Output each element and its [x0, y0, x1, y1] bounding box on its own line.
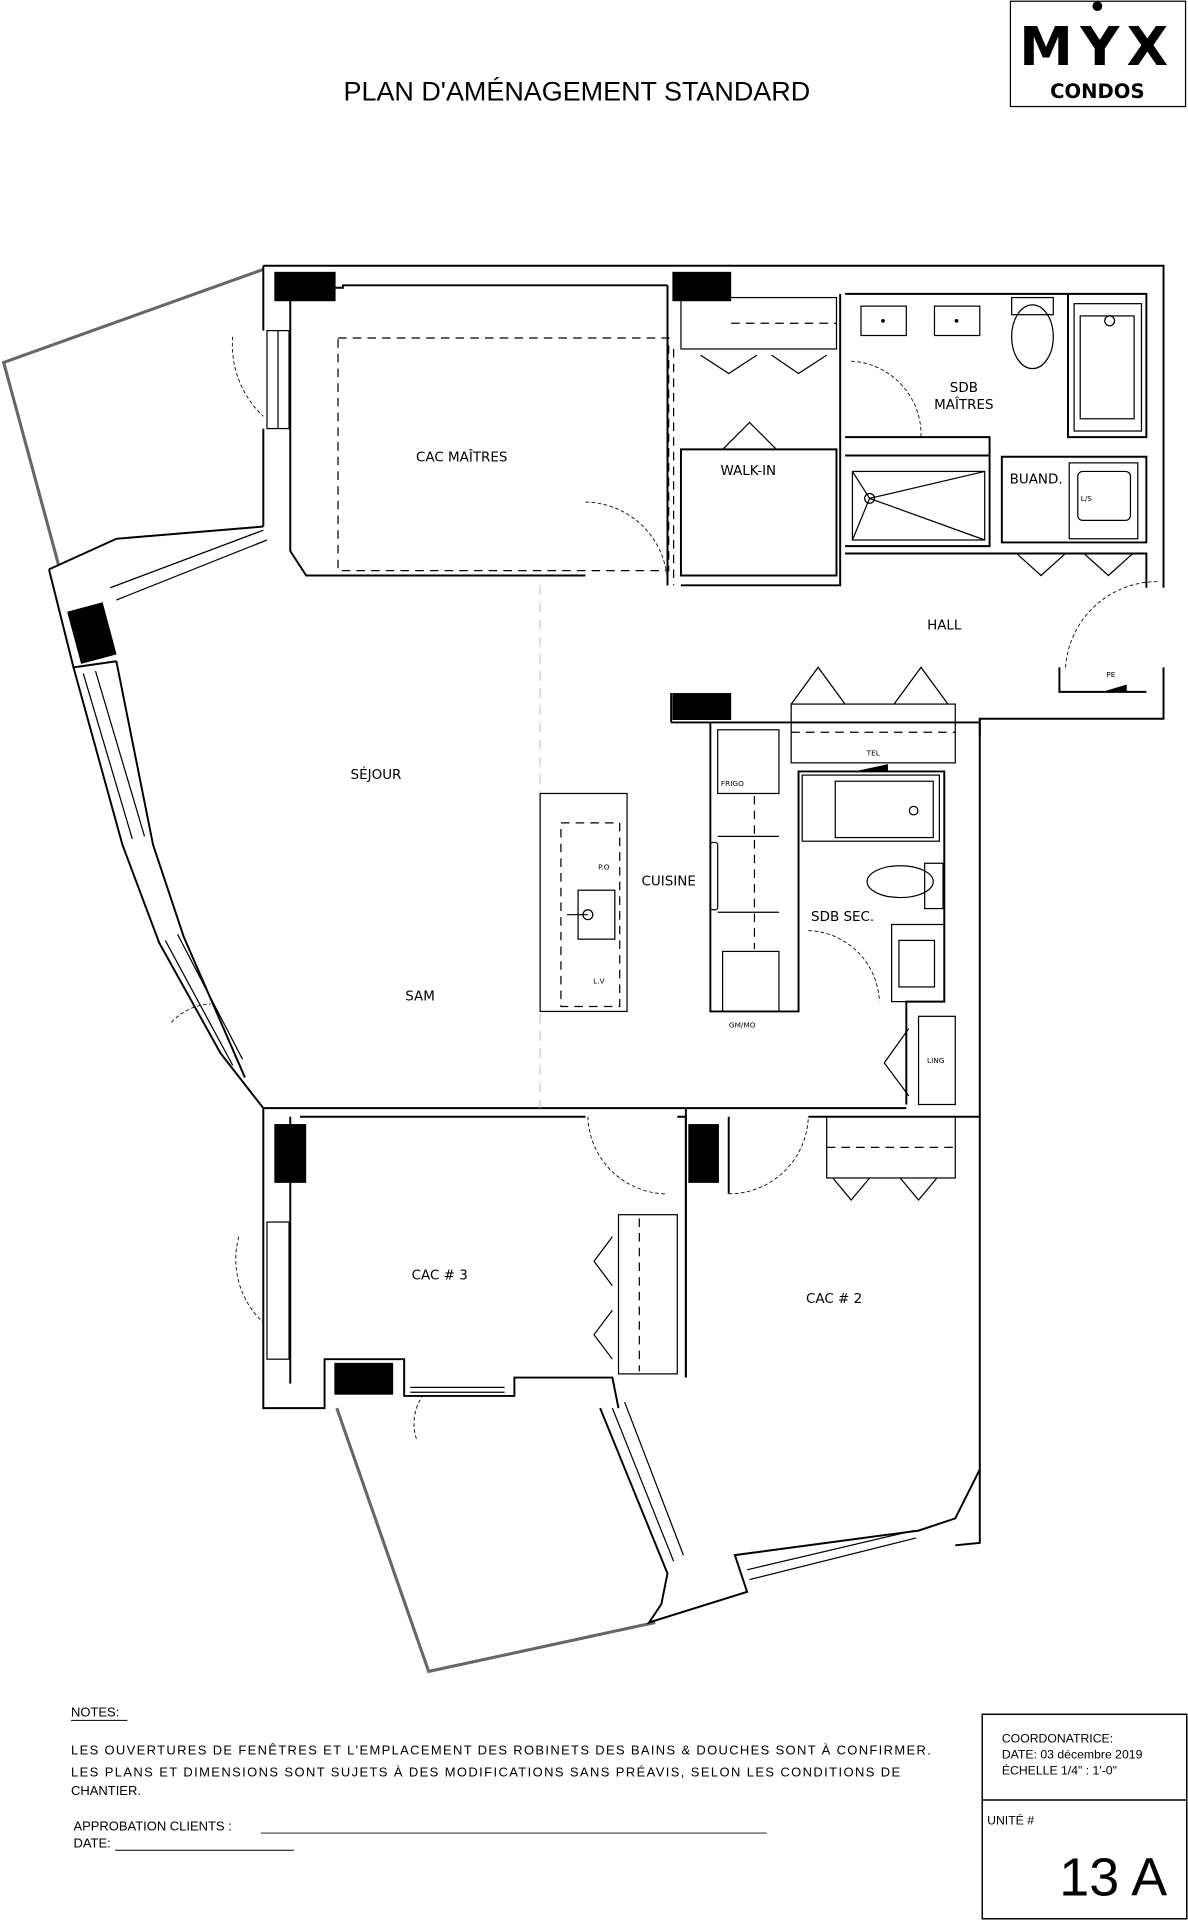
- label-lv: L.V: [593, 976, 604, 985]
- page-title: PLAN D'AMÉNAGEMENT STANDARD: [344, 76, 811, 106]
- unit-number: 13 A: [1059, 1848, 1167, 1908]
- myx-logo: MYX CONDOS: [1009, 0, 1187, 108]
- structural-columns: [67, 271, 732, 1395]
- label-ls: L/S: [1081, 494, 1093, 503]
- label-cuisine: CUISINE: [642, 873, 696, 889]
- approval-label: APPROBATION CLIENTS :: [73, 1819, 231, 1834]
- label-gmmo: GM/MO: [729, 1020, 756, 1029]
- sheet-scale: ÉCHELLE 1/4" : 1'-0": [1002, 1762, 1117, 1777]
- balcony-bottom: [335, 1407, 656, 1674]
- label-buand: BUAND.: [1010, 472, 1063, 488]
- fixtures: [539, 296, 1143, 1013]
- label-cac3: CAC # 3: [412, 1268, 468, 1284]
- balcony-top-left: [1, 267, 264, 567]
- date-label: DATE:: [73, 1836, 110, 1851]
- label-sdb-maitres: SDB: [950, 380, 978, 396]
- coordinator-label: COORDONATRICE:: [1002, 1731, 1113, 1745]
- logo-sub: CONDOS: [1050, 80, 1144, 103]
- label-hall: HALL: [927, 617, 962, 633]
- label-walk-in: WALK-IN: [721, 463, 777, 479]
- closets: [337, 296, 1134, 1375]
- label-tel: TEL: [866, 749, 881, 758]
- logo-main: MYX: [1019, 15, 1175, 78]
- room-labels: CAC MAÎTRES WALK-IN SDB MAÎTRES BUAND. H…: [351, 380, 1116, 1307]
- notes-line-2: LES PLANS ET DIMENSIONS SONT SUJETS À DE…: [71, 1765, 900, 1780]
- label-sdb-sec: SDB SEC.: [811, 909, 874, 925]
- notes-line-3: CHANTIER.: [71, 1783, 141, 1798]
- sheet-date: DATE: 03 décembre 2019: [1002, 1747, 1143, 1761]
- label-ling: LING: [927, 1056, 945, 1065]
- title-block: COORDONATRICE: DATE: 03 décembre 2019 ÉC…: [981, 1713, 1188, 1920]
- label-cac-maitres: CAC MAÎTRES: [416, 448, 508, 466]
- walls: [48, 264, 1165, 1625]
- doors: [171, 336, 1158, 1439]
- notes-heading: NOTES:: [71, 1705, 119, 1720]
- label-pe: PE: [1106, 670, 1115, 679]
- label-frigo: FRIGO: [721, 779, 744, 788]
- notes-section: NOTES: LES OUVERTURES DE FENÊTRES ET L'E…: [71, 1705, 931, 1851]
- label-sam: SAM: [405, 988, 435, 1004]
- windows: [82, 330, 917, 1581]
- notes-line-1: LES OUVERTURES DE FENÊTRES ET L'EMPLACEM…: [71, 1743, 931, 1758]
- unit-label: UNITÉ #: [987, 1812, 1034, 1827]
- label-sejour: SÉJOUR: [351, 766, 402, 783]
- label-cac2: CAC # 2: [806, 1291, 862, 1307]
- label-sdb-maitres-2: MAÎTRES: [934, 395, 993, 413]
- label-po: P.O: [598, 862, 610, 871]
